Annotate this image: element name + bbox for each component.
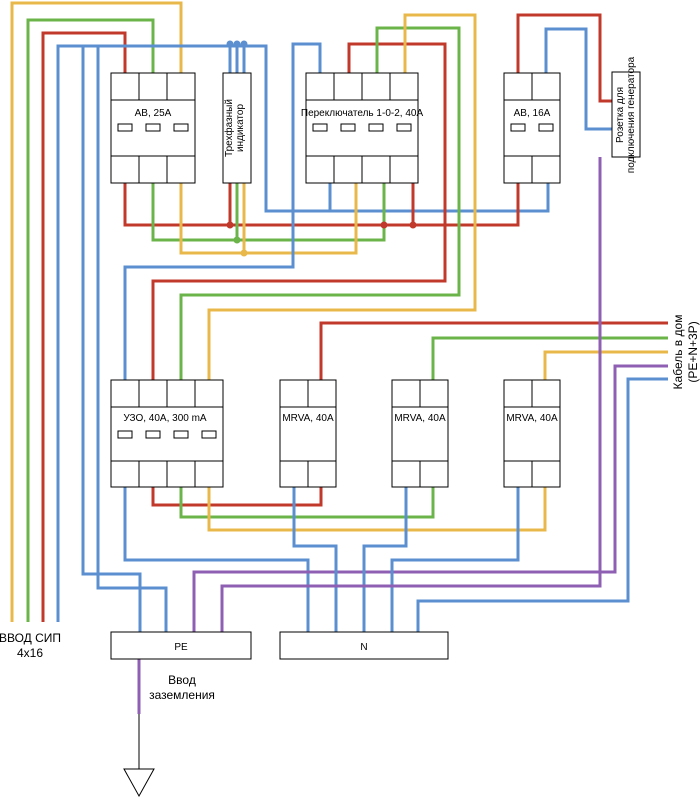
rcd-label: УЗО, 40А, 300 mA bbox=[123, 413, 207, 424]
house-cable-label-2: (PE+N+3P) bbox=[686, 321, 700, 382]
mrva-3: MRVA, 40A bbox=[503, 379, 561, 488]
generator-socket-label-2: подключения генератора bbox=[626, 56, 637, 173]
wire-gen-purple bbox=[220, 157, 602, 632]
wires bbox=[10, 1, 668, 714]
junction-dot bbox=[240, 40, 248, 48]
ground-input-label-2: заземления bbox=[149, 688, 215, 702]
n-bus: N bbox=[279, 631, 449, 660]
breaker-25a: АВ, 25А bbox=[110, 72, 196, 184]
wire-switch-yellow-top bbox=[207, 13, 477, 380]
generator-socket-label-1: Розетка для bbox=[615, 87, 626, 143]
wire-pe-left-2 bbox=[81, 46, 142, 632]
junction-dot bbox=[380, 221, 388, 229]
sip-input-label-2: 4x16 bbox=[17, 646, 43, 660]
wire-ab25-yellow-out bbox=[179, 183, 358, 255]
junction-dot bbox=[233, 40, 241, 48]
n-bus-label: N bbox=[360, 642, 367, 653]
wire-switch-red-top bbox=[151, 42, 447, 380]
phase-indicator: Трехфазный индикатор bbox=[222, 72, 252, 184]
wire-ab16-blue-in bbox=[544, 27, 612, 131]
wire-switch-blue-top bbox=[123, 42, 322, 380]
breaker-25a-label: АВ, 25А bbox=[135, 108, 172, 119]
junction-dot bbox=[233, 236, 241, 244]
ground-symbol-icon bbox=[123, 768, 155, 798]
wire-sip-yellow bbox=[10, 1, 183, 622]
wire-house-red bbox=[319, 321, 668, 380]
mrva-2: MRVA, 40A bbox=[391, 379, 449, 488]
wire-rcd-blue-out bbox=[123, 487, 310, 632]
junction-dot bbox=[409, 221, 417, 229]
wire-switch-green-top bbox=[179, 26, 461, 380]
junction-dot bbox=[226, 221, 234, 229]
changeover-switch: Переключатель 1-0-2, 40А bbox=[301, 72, 424, 184]
mrva-1-label: MRVA, 40A bbox=[282, 413, 334, 424]
wire-ab16-red-in bbox=[516, 13, 612, 103]
wire-ab25-red-out bbox=[123, 183, 415, 227]
wire-mrva2-n bbox=[362, 487, 408, 632]
junction-dot bbox=[240, 249, 248, 257]
wire-mrva1-n bbox=[292, 487, 338, 632]
wire-n-top-bus bbox=[98, 44, 550, 213]
mrva-1: MRVA, 40A bbox=[279, 379, 337, 488]
ground-input-label-1: Ввод bbox=[168, 673, 196, 687]
breaker-16a: АВ, 16А bbox=[503, 72, 561, 184]
wire-house-green bbox=[431, 336, 668, 380]
generator-socket: Розетка для подключения генератора bbox=[611, 56, 641, 173]
junction-dots bbox=[226, 40, 417, 257]
wire-pe-left-1 bbox=[96, 46, 168, 632]
indicator-label-2: индикатор bbox=[235, 104, 246, 152]
wire-rcd-red-out bbox=[151, 487, 323, 507]
wire-house-purple bbox=[192, 364, 668, 632]
house-cable-label-1: Кабель в дом bbox=[671, 315, 685, 390]
pe-bus-label: PE bbox=[174, 642, 188, 653]
switch-label: Переключатель 1-0-2, 40А bbox=[301, 108, 424, 119]
wire-rcd-green-out bbox=[179, 487, 435, 519]
breaker-16a-label: АВ, 16А bbox=[514, 108, 551, 119]
indicator-label-1: Трехфазный bbox=[223, 99, 235, 157]
sip-input-label-1: ВВОД СИП bbox=[0, 631, 61, 645]
wire-rcd-yellow-out bbox=[207, 487, 547, 532]
wire-house-yellow bbox=[543, 350, 668, 380]
junction-dot bbox=[226, 40, 234, 48]
rcd: УЗО, 40А, 300 mA bbox=[110, 379, 224, 488]
wire-sip-red bbox=[41, 31, 127, 622]
wire-ab16-red-out bbox=[413, 183, 520, 227]
wire-house-blue bbox=[416, 377, 668, 632]
wire-mrva3-n bbox=[390, 487, 520, 632]
wire-ab25-green-out bbox=[151, 183, 386, 242]
pe-bus: PE bbox=[110, 631, 252, 660]
mrva-3-label: MRVA, 40A bbox=[506, 413, 558, 424]
mrva-2-label: MRVA, 40A bbox=[394, 413, 446, 424]
wire-sip-blue bbox=[56, 44, 100, 622]
